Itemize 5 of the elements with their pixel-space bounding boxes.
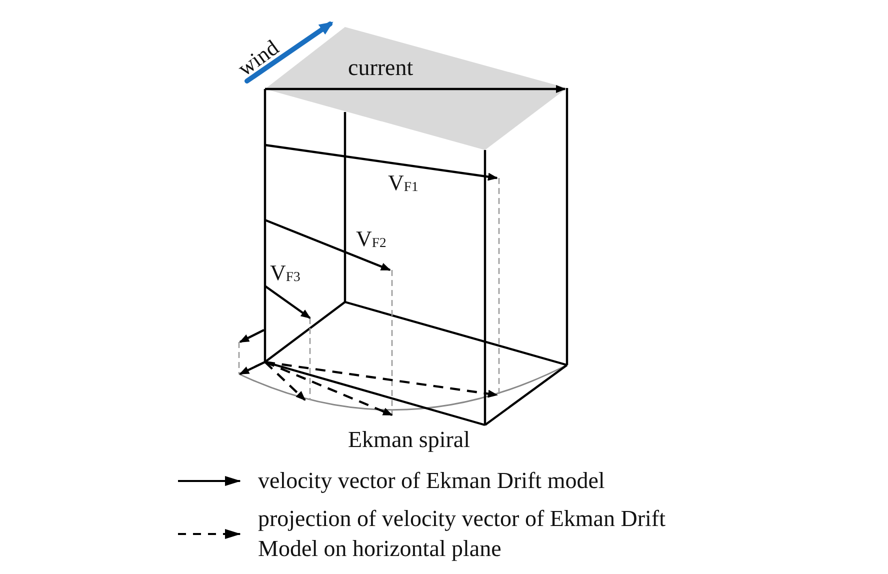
caption-label: Ekman spiral (348, 428, 470, 451)
current-label: current (348, 56, 414, 79)
legend-text: projection of velocity vector of Ekman Drift Model on horizontal plane (258, 505, 666, 563)
wind-label: wind (234, 36, 283, 80)
legend-text: velocity vector of Ekman Drift model (258, 467, 606, 495)
